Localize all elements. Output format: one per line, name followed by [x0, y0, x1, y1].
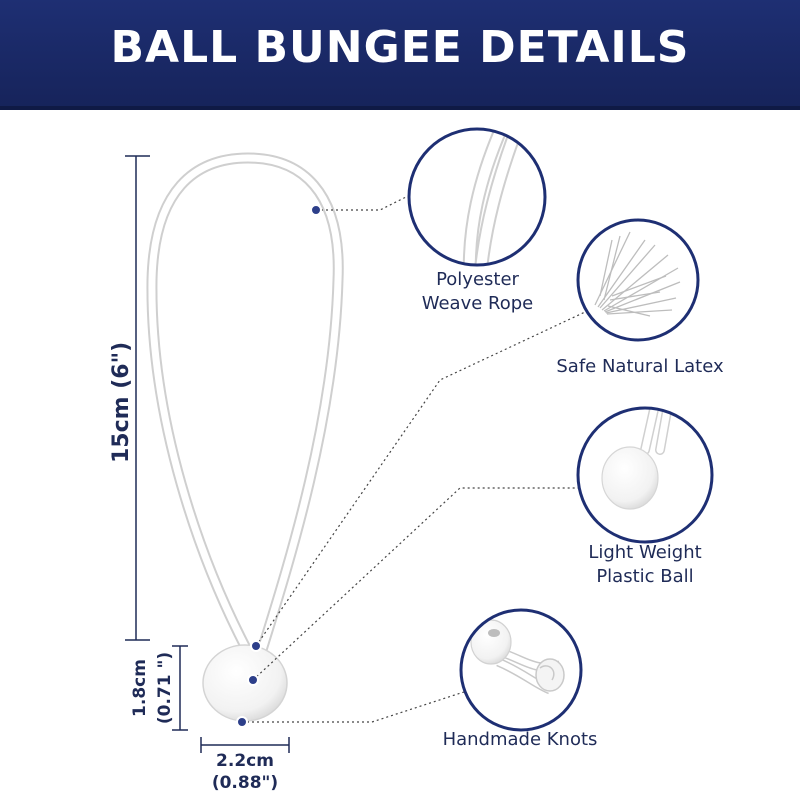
feature-label-ball: Light Weight Plastic Ball	[588, 542, 702, 587]
page-title: BALL BUNGEE DETAILS	[110, 22, 690, 73]
rope-detail-icon	[407, 127, 547, 267]
ball-height-dimension-line	[172, 645, 188, 731]
header-banner	[0, 0, 800, 110]
ball-height-cm-label: 1.8cm	[130, 659, 150, 717]
length-dimension-line	[125, 155, 150, 641]
knot-detail-icon	[459, 608, 583, 732]
ball-height-in-label: (0.71 ")	[155, 651, 175, 725]
feature-label-rope: Polyester Weave Rope	[421, 269, 534, 314]
ball-width-in-label: (0.88")	[211, 773, 279, 793]
bungee-loop	[146, 152, 344, 656]
ball-width-cm-label: 2.2cm	[216, 751, 274, 771]
leader-lines	[242, 194, 586, 723]
latex-strands-icon	[576, 218, 700, 342]
feature-label-latex: Safe Natural Latex	[556, 356, 724, 377]
plastic-ball-icon	[576, 406, 714, 544]
feature-label-knots: Handmade Knots	[442, 729, 598, 750]
ball-width-dimension-line	[200, 737, 290, 753]
bungee-ball	[202, 644, 288, 722]
length-label: 15cm (6")	[109, 341, 134, 463]
marker-dots	[236, 204, 322, 728]
